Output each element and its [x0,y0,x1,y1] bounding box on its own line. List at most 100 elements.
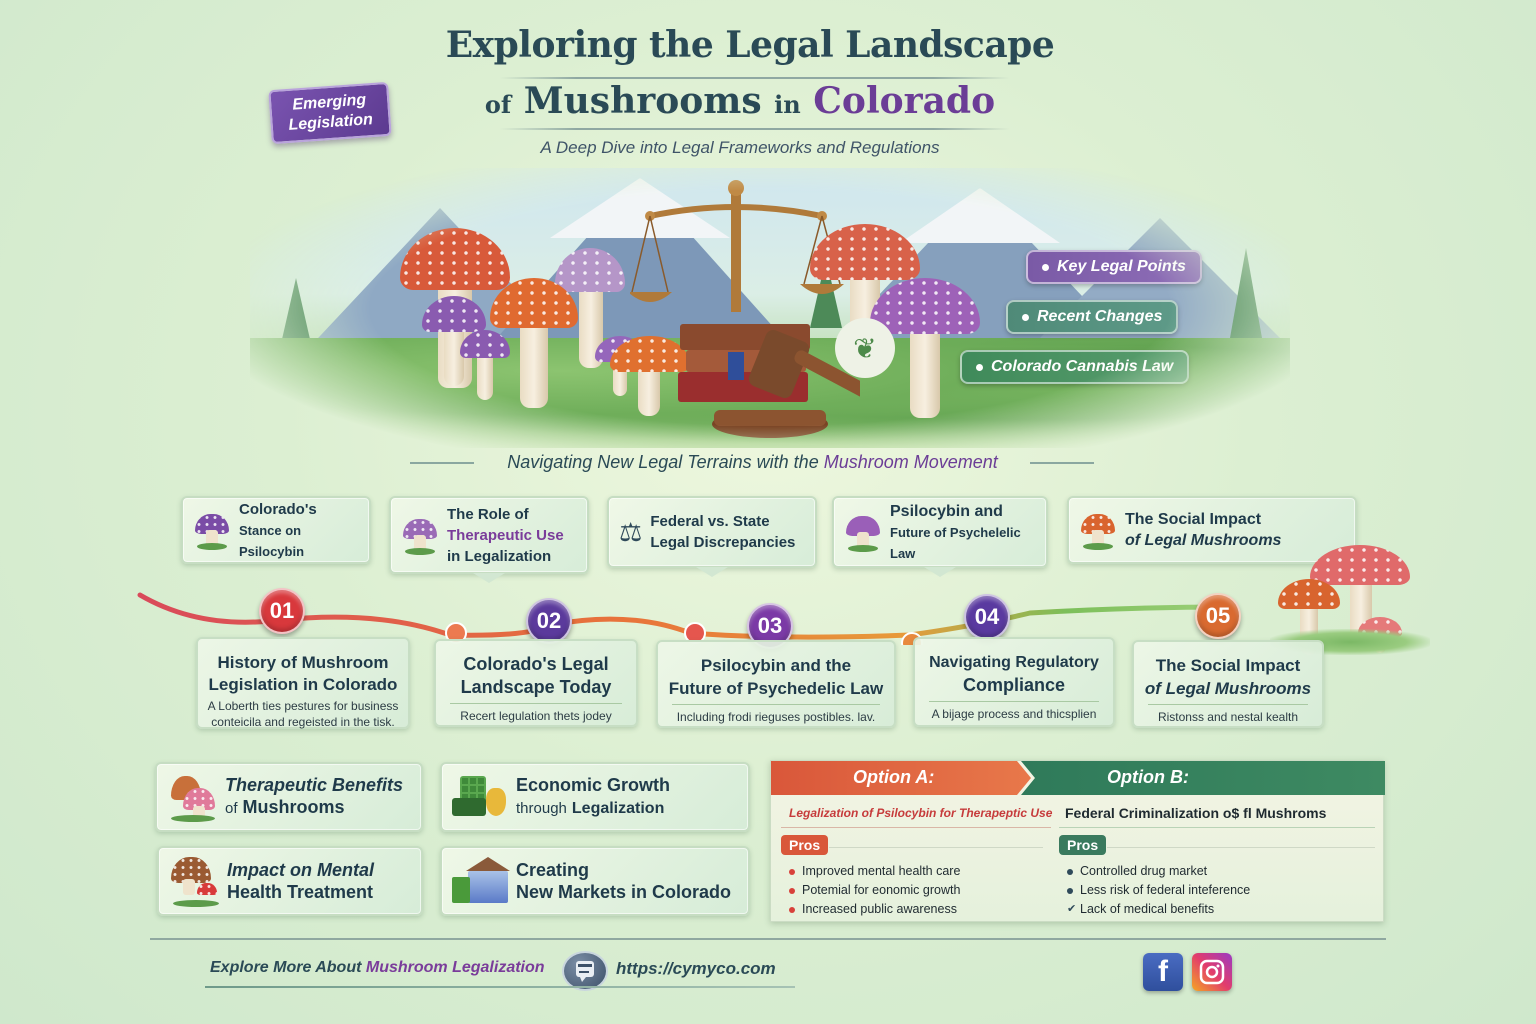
timeline-card-01[interactable]: History of Mushroom Legislation in Color… [196,637,410,729]
title-divider-2 [500,128,1010,130]
purple-mushroom-icon [401,515,439,555]
pill-label: Key Legal Points [1057,258,1186,275]
bullet-icon [1067,868,1073,875]
step-number-05: 05 [1195,593,1241,639]
list-item-text: Less risk of federal inteference [1080,883,1251,897]
benefit-line: Legalization [571,800,665,817]
footer-cta-text: Explore More About [210,959,366,976]
topic-text: Psilocybin and Future of Psychelelic Law [890,501,1036,564]
heading-accent: Mushroom Movement [823,452,998,472]
leaf-emblem-icon: ❦ [835,318,895,378]
step-desc: Including frodi rieguses postibles. lav. [676,710,876,724]
topic-line: Therapeutic Use [447,526,564,544]
benefit-line: Economic Growth [516,775,671,795]
scales-icon: ⚖ [619,516,643,547]
step-desc: conteicila and regeisted in the tisk. [211,715,395,729]
topic-line: in Legalization [447,547,552,565]
page-title-line1: Exploring the Legal Landscape [445,24,1055,66]
benefit-card-economic[interactable]: Economic Growth through Legalization [440,762,750,832]
step-desc: Recert legulation thets jodey [460,709,612,723]
bullet-icon [789,868,795,875]
purple-mushroom-icon [193,510,231,550]
title-divider [500,77,1010,79]
footer-cta-accent: Mushroom Legalization [365,959,545,976]
key-legal-points-pill[interactable]: Key Legal Points [1026,250,1202,284]
topic-line: Stance on Psilocybin [239,522,305,559]
red-mushroom-icon [1310,545,1410,645]
step-title: Legislation in Colorado [208,675,398,694]
option-a-pros-tag: Pros [781,835,829,855]
option-a-list: Improved mental health care Potemial for… [789,862,960,919]
benefit-line: Mushrooms [242,797,345,817]
topic-card-psilocybin-future[interactable]: Psilocybin and Future of Psychelelic Law [832,496,1048,568]
topic-line: Legal Discrepancies [650,534,796,551]
heading-text: Navigating New Legal Terrains with the [507,452,824,472]
colorado-cannabis-law-pill[interactable]: Colorado Cannabis Law [960,350,1190,384]
step-title: The Social Impact [1155,656,1301,675]
purple-mushroom-icon [844,512,882,552]
topic-text: The Social Impact of Legal Mushrooms [1125,509,1281,551]
step-number-03: 03 [747,603,793,649]
pros-rule [829,847,1043,848]
timeline-card-04[interactable]: Navigating Regulatory Compliance A bijag… [913,637,1115,727]
step-desc: A bijage process and thicsplien [931,707,1097,721]
title-mushrooms: Mushrooms [523,80,762,122]
money-stack-icon [452,774,508,820]
facebook-icon[interactable]: f [1143,953,1183,991]
timeline-card-02[interactable]: Colorado's Legal Landscape Today Recert … [434,639,638,727]
pine-tree-icon [1230,248,1262,338]
option-a-label: Option A: [853,767,935,787]
option-a-rule [781,827,1051,828]
step-number-02: 02 [526,598,572,644]
instagram-icon[interactable] [1192,953,1232,991]
list-item: ✔Lack of medical benefits [1067,900,1250,919]
options-comparison-panel: Option A: Option B: Legalization of Psil… [770,760,1385,922]
pill-label: Colorado Cannabis Law [991,358,1174,375]
list-item: Improved mental health care [789,862,960,881]
website-icon[interactable] [562,951,608,991]
topic-card-therapeutic-use[interactable]: The Role of Therapeutic Use in Legalizat… [389,496,589,574]
benefit-prefix: through [516,800,567,817]
list-item: Potemial for eonomic growth [789,881,960,900]
topic-line: Psilocybin and [890,502,1003,520]
topic-line: Federal vs. State [650,513,770,530]
step-title: of Legal Mushrooms [1144,679,1312,698]
topic-card-social-impact[interactable]: The Social Impact of Legal Mushrooms [1067,496,1357,564]
step-title: History of Mushroom [217,653,389,672]
bullet-icon [1022,313,1029,321]
list-item-text: Improved mental health care [802,864,961,878]
option-b-label: Option B: [1107,767,1189,787]
timeline-card-03[interactable]: Psilocybin and the Future of Psychedelic… [656,640,896,728]
footer-divider [150,938,1386,940]
topic-card-colorado-stance[interactable]: Colorado's Stance on Psilocybin [181,496,371,564]
benefit-card-new-markets[interactable]: Creating New Markets in Colorado [440,846,750,916]
benefit-card-mental-health[interactable]: Impact on Mental Health Treatment [157,846,423,916]
topic-line: Future of Psychelelic Law [890,524,1021,561]
option-b-list: Controlled drug market Less risk of fede… [1067,862,1250,919]
recent-changes-pill[interactable]: Recent Changes [1006,300,1179,334]
topic-line: of Legal Mushrooms [1125,532,1282,549]
purple-mushroom-icon [422,296,486,386]
list-item-text: Controlled drug market [1080,864,1208,878]
benefit-card-therapeutic[interactable]: Therapeutic Benefits of Mushrooms [155,762,423,832]
website-link[interactable]: https://cymyco.com [616,959,776,978]
topic-text: Federal vs. State Legal Discrepancies [650,511,795,553]
step-title: Navigating Regulatory [929,654,1099,671]
timeline-card-05[interactable]: The Social Impact of Legal Mushrooms Ris… [1132,640,1324,728]
step-desc: Ristonss and nestal kealth [1157,710,1299,724]
benefit-line: New Markets in Colorado [516,882,732,902]
benefit-line: Creating [516,860,590,880]
purple-mushroom-icon [460,330,510,400]
hero-illustration: ❦ Key Legal Points Recent Changes Colora… [250,168,1290,448]
footer-cta: Explore More About Mushroom Legalization [210,959,545,977]
list-item: Increased public awareness [789,900,960,919]
mushroom-pair-icon [167,772,217,822]
pine-tree-icon [280,278,312,348]
topic-text: Colorado's Stance on Psilocybin [239,499,359,562]
step-desc: A Loberth ties pestures for business [207,699,399,713]
card-rule [1148,704,1308,705]
step-title: Future of Psychedelic Law [668,679,884,698]
step-title: Colorado's Legal [463,654,609,674]
topic-card-federal-vs-state[interactable]: ⚖ Federal vs. State Legal Discrepancies [607,496,817,568]
step-title: Compliance [962,675,1066,695]
